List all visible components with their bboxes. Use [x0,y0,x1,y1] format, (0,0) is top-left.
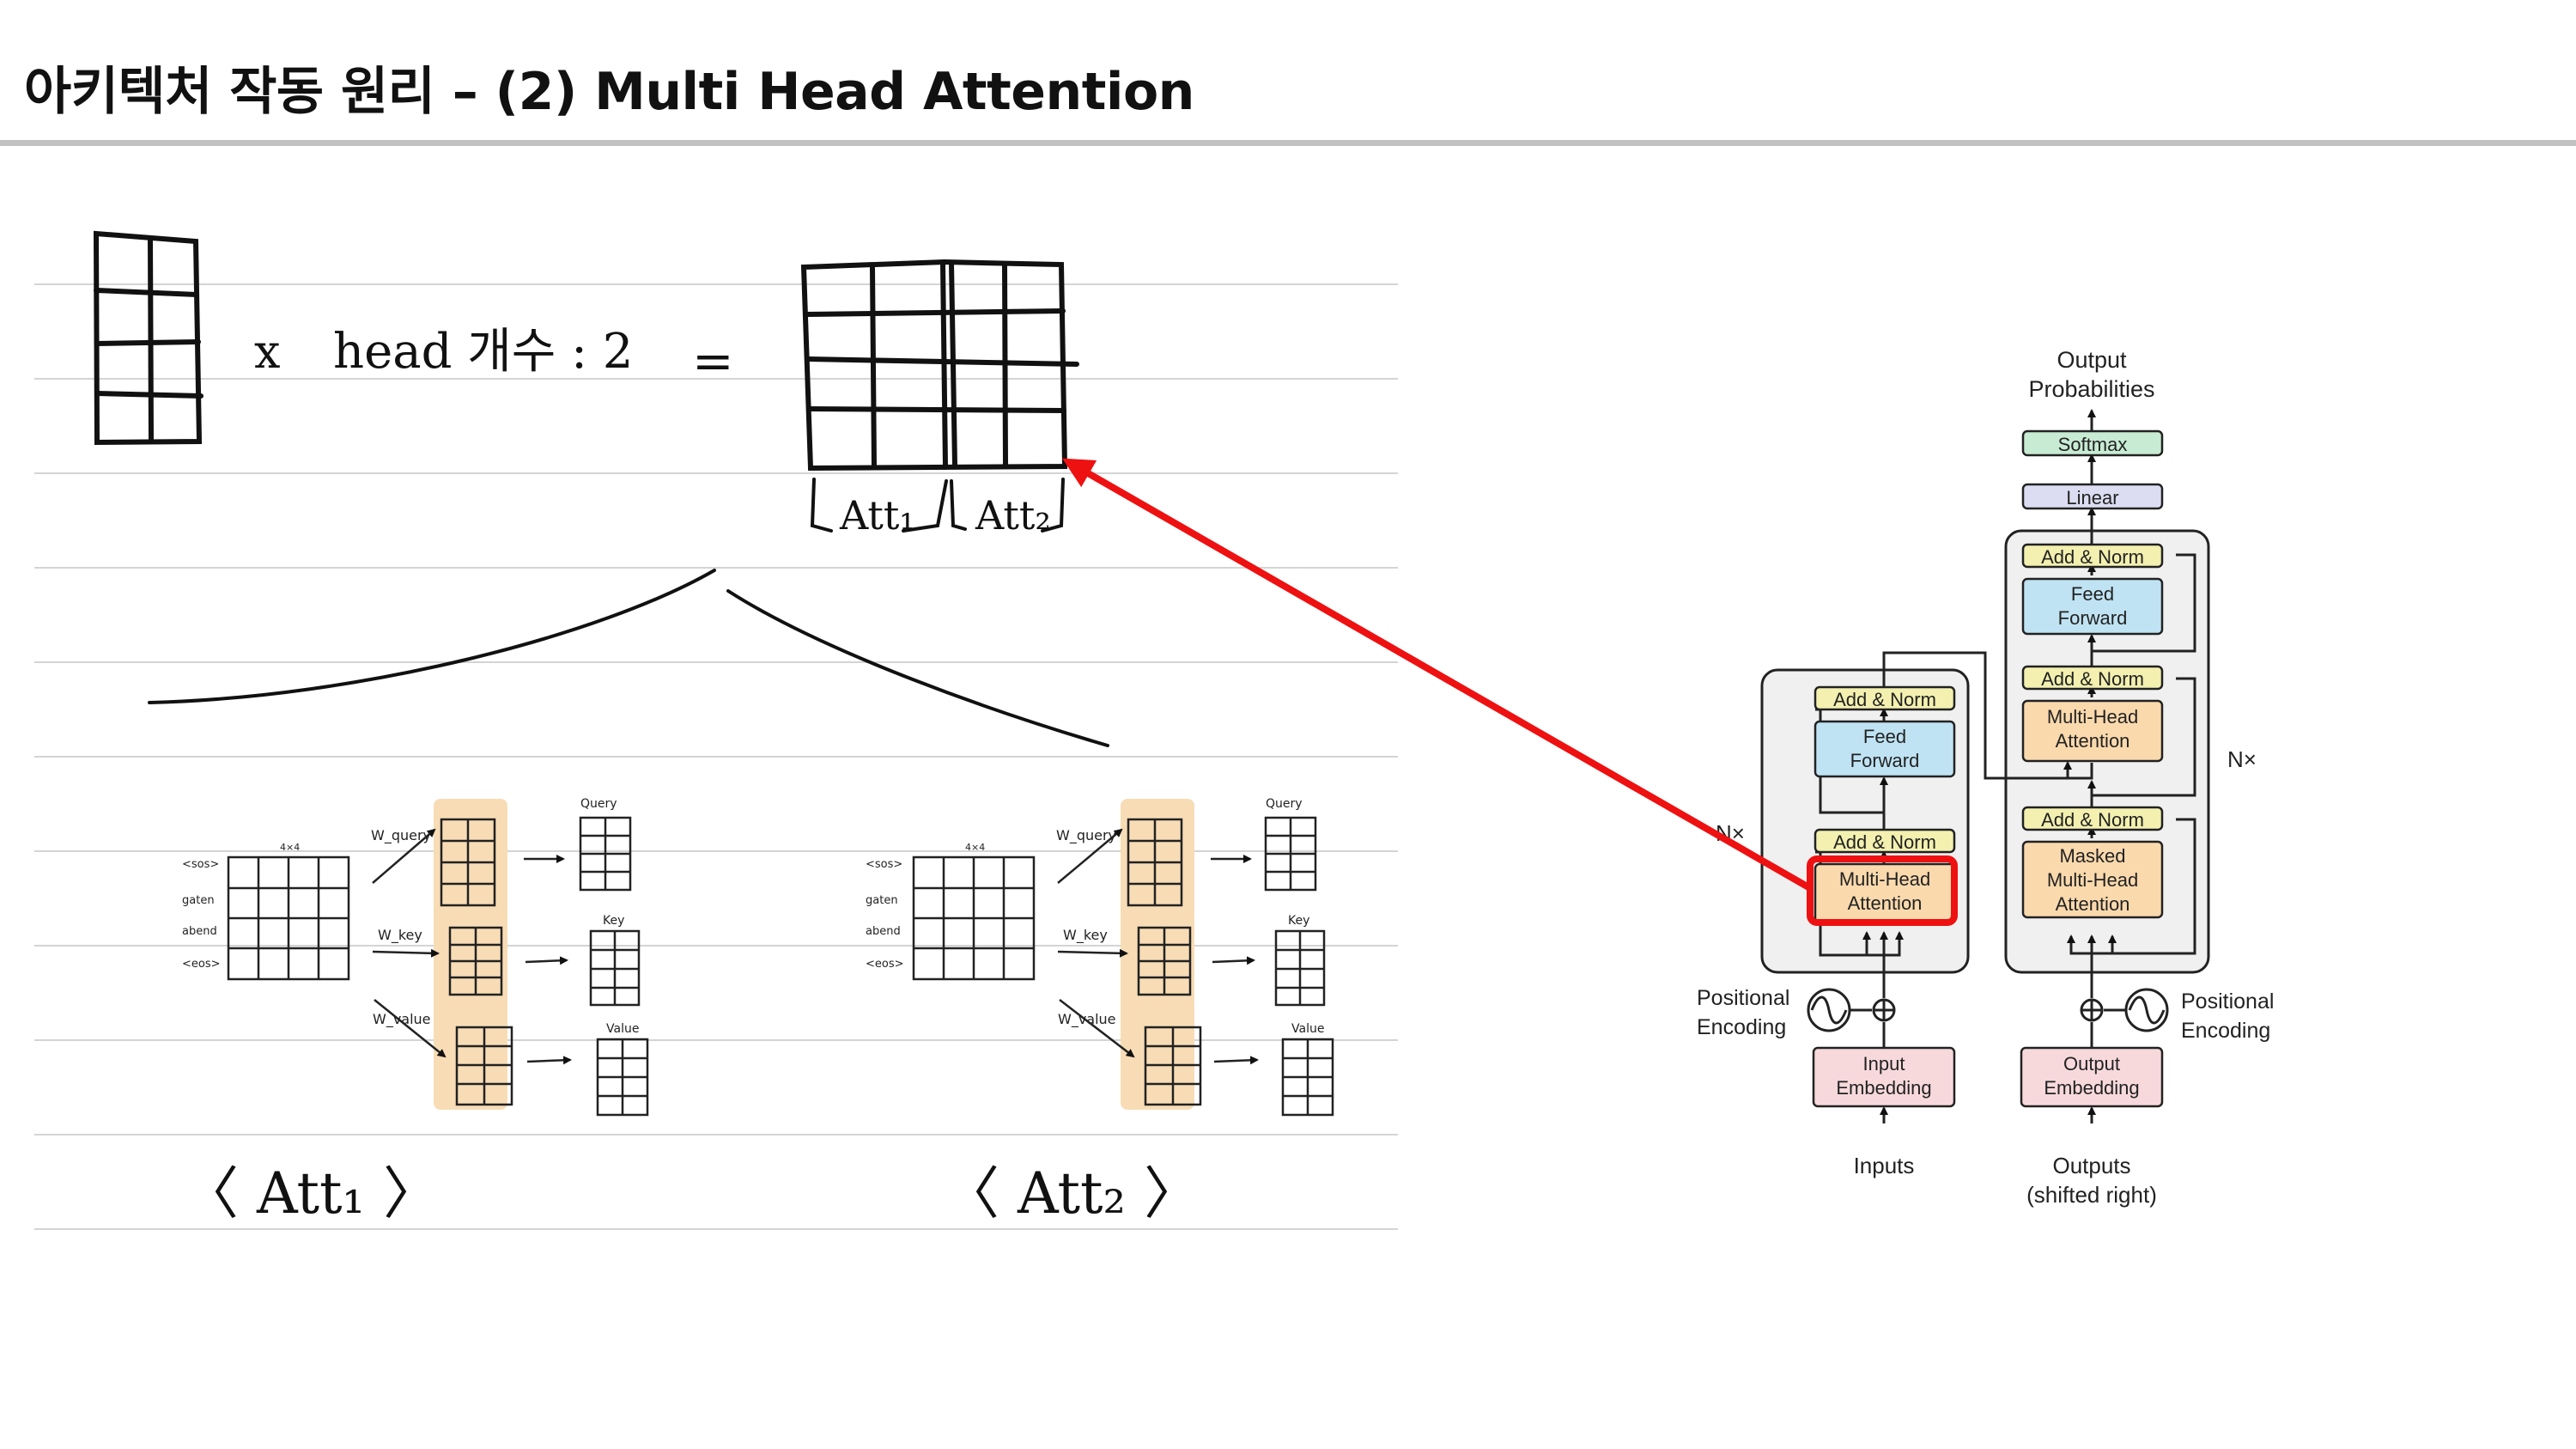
slide-title: 아키텍처 작동 원리 – (2) Multi Head Attention [24,62,1194,122]
split-curve-sketch [148,569,1109,747]
enc-add-norm-1-label: Add & Norm [1833,831,1936,853]
masked-mha-label-1: Masked [2059,845,2125,867]
inputs-label: Inputs [1854,1153,1915,1178]
multiply-sign: x [254,325,280,379]
head1-row-sos: <sos> [182,858,219,871]
enc-feed-forward-label-1: Feed [1863,726,1906,747]
att2-caption: 〈 Att₂ 〉 [943,1160,1200,1227]
dec-feed-forward-label-2: Forward [2058,607,2128,629]
enc-feed-forward-label-2: Forward [1850,750,1920,771]
head1-w-value: W_value [373,1011,431,1028]
head1-w-key: W_key [378,927,422,944]
dec-positional-encoding-label-1: Positional [2181,989,2274,1014]
dec-mha-label-2: Attention [2056,730,2130,752]
enc-mha-label-1: Multi-Head [1839,868,1930,890]
att1-caption: 〈 Att₁ 〉 [182,1160,440,1227]
enc-mha-label-2: Attention [1848,892,1923,914]
linear-box [2021,483,2164,510]
highlight-arrow [1062,458,1812,892]
head2-w-value: W_value [1058,1011,1116,1028]
dec-add-norm-1-label: Add & Norm [2041,809,2144,831]
linear-label: Linear [2066,487,2118,508]
outputs-label-1: Outputs [2052,1153,2130,1178]
head2-query-label: Query [1266,797,1303,811]
output-embedding-box [2020,1046,2164,1108]
head1-w-query: W_query [371,827,431,844]
head1-highlight [434,799,507,1110]
dec-feed-forward-box [2021,577,2164,636]
att-bracket-sketch [810,478,1065,533]
encoder-stack [1760,668,1970,974]
dec-multi-head-attention-box [2021,699,2164,763]
input-embedding-box [1812,1046,1956,1108]
equals-sign: = [692,332,734,390]
masked-multi-head-attention-box [2021,840,2164,919]
head1-row-eos: <eos> [182,958,221,971]
att2-bracket-label: Att₂ [975,492,1051,539]
enc-positional-encoding-label-1: Positional [1697,986,1789,1010]
head2-row-2: gaten [866,894,898,907]
input-embedding-label-1: Input [1863,1053,1905,1075]
highlight-frame [1807,855,1958,926]
output-probabilities-label-2: Probabilities [2028,376,2154,402]
head1-row-2: gaten [182,894,215,907]
input-embedding-label-2: Embedding [1836,1077,1931,1099]
outputs-label-2: (shifted right) [2026,1182,2157,1208]
head2-highlight [1121,799,1194,1110]
head1-key-label: Key [603,914,624,928]
output-probabilities-label-1: Output [2057,347,2127,373]
softmax-label: Softmax [2058,434,2128,455]
handwritten-notes: x head 개수 : 2 = Att₁ Att₂ [34,230,1398,1230]
input-matrix-sketch [93,230,204,446]
head1-detail-sketch: 4×4 <sos> gaten abend <eos> W_query W_ke… [182,797,649,1117]
head2-key-label: Key [1288,914,1309,928]
head2-row-eos: <eos> [866,958,904,971]
concat-matrix-sketch [800,259,1079,472]
att1-bracket-label: Att₁ [839,492,915,539]
head1-row-3: abend [182,925,217,938]
dec-positional-encoding-label-2: Encoding [2181,1019,2270,1043]
head1-value-label: Value [606,1022,639,1036]
dec-add-norm-2-box [2021,665,2164,691]
enc-add-norm-1-box [1814,828,1956,854]
masked-mha-label-2: Multi-Head [2047,869,2138,891]
head2-row-sos: <sos> [866,858,902,871]
dec-add-norm-3-box [2021,543,2164,569]
output-embedding-label-2: Embedding [2044,1077,2139,1099]
dec-add-norm-1-box [2021,806,2164,831]
dec-add-norm-3-label: Add & Norm [2041,546,2144,568]
softmax-box [2021,429,2164,457]
head2-dim-label: 4×4 [965,842,985,853]
head2-w-key: W_key [1063,927,1108,944]
head2-detail-sketch: 4×4 <sos> gaten abend <eos> W_query W_ke… [866,797,1334,1117]
enc-feed-forward-box [1814,720,1956,778]
transformer-diagram: Output Probabilities Softmax Linear Add … [1697,347,2274,1208]
decoder-nx-label: N× [2227,746,2257,772]
enc-positional-encoding-label-2: Encoding [1697,1015,1786,1039]
dec-feed-forward-label-1: Feed [2071,583,2114,605]
enc-add-norm-2-box [1814,685,1956,711]
dec-mha-label-1: Multi-Head [2047,706,2138,728]
enc-add-norm-2-label: Add & Norm [1833,689,1936,710]
head2-value-label: Value [1291,1022,1324,1036]
head-count-note: head 개수 : 2 [333,324,633,380]
output-embedding-label-1: Output [2063,1053,2120,1075]
dec-add-norm-2-label: Add & Norm [2041,668,2144,690]
head1-query-label: Query [580,797,617,811]
head2-row-3: abend [866,925,901,938]
title-divider [0,140,2576,146]
head1-dim-label: 4×4 [280,842,300,853]
masked-mha-label-3: Attention [2056,893,2130,915]
head2-w-query: W_query [1056,827,1116,844]
